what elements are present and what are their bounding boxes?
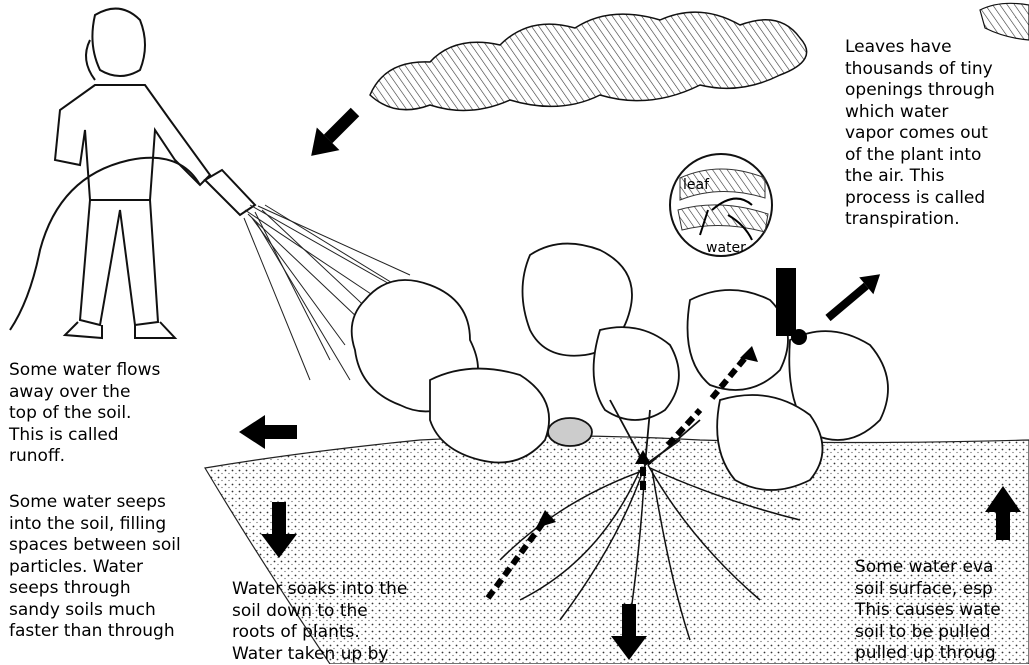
inset-pointer <box>776 268 807 345</box>
inset-water-label: water <box>706 240 746 256</box>
transpiration-arrow <box>821 266 887 327</box>
runoff-arrow <box>239 415 297 449</box>
transpiration-caption: Leaves have thousands of tiny openings t… <box>845 37 1029 231</box>
rain-arrow <box>300 101 366 167</box>
seepage-caption: Some water seeps into the soil, filling … <box>9 492 229 643</box>
roots-caption: Water soaks into the soil down to the ro… <box>232 579 472 665</box>
runoff-caption: Some water flows away over the top of th… <box>9 360 209 468</box>
gardener-figure <box>10 9 255 338</box>
inset-leaf-label: leaf <box>683 177 709 193</box>
evaporation-caption: Some water eva soil surface, esp This ca… <box>855 557 1029 665</box>
